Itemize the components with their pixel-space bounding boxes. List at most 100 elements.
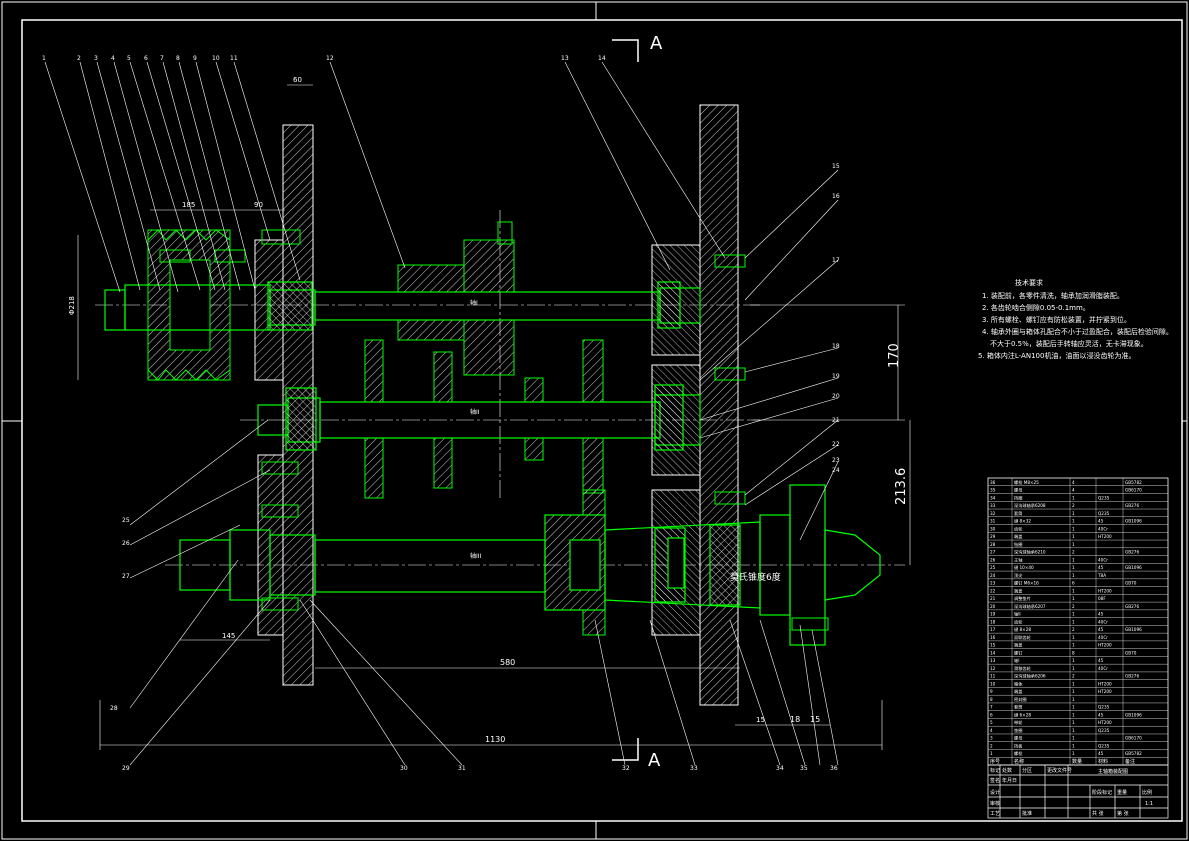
parts-table-cell-qty: 6 [1072,581,1075,586]
parts-table-cell-no: 33 [990,503,996,508]
parts-table-cell-name: 挡圈 [1014,494,1022,501]
dim-60: 60 [293,76,302,84]
parts-table-cell-no: 5 [990,720,993,725]
svg-text:6: 6 [144,55,148,62]
dimension-texts: 170 213.6 580 1130 18 15 60 185 90 Φ218 … [68,76,909,744]
svg-text:16: 16 [832,193,840,200]
svg-text:工艺: 工艺 [990,811,1000,817]
parts-table-cell-no: 3 [990,736,993,741]
drawing-name: 主轴箱装配图 [1098,768,1128,775]
svg-text:15: 15 [832,163,840,170]
parts-table-cell-mat: Q235 [1098,743,1110,748]
svg-text:处数: 处数 [1002,767,1012,774]
svg-text:8: 8 [176,55,180,62]
parts-table-cell-mat: HT200 [1098,534,1112,539]
parts-table-cell-mat: 45 [1098,751,1104,756]
parts-table-header-qty: 数量 [1072,758,1082,765]
parts-table-cell-qty: 2 [1072,627,1075,632]
parts-table-cell-name: 深沟球轴承6210 [1014,549,1046,556]
parts-table-cell-no: 9 [990,689,993,694]
svg-text:17: 17 [832,257,840,264]
dim-185: 185 [182,201,195,209]
parts-table-cell-qty: 2 [1072,674,1075,679]
dim-90: 90 [254,201,263,209]
parts-table-cell-note: GB1096 [1125,712,1142,717]
parts-table-cell-qty: 2 [1072,503,1075,508]
parts-table-cell-name: 键 8×28 [1014,626,1031,633]
parts-table-cell-name: 挡板 [1014,742,1023,749]
parts-table-cell-qty: 1 [1072,573,1075,578]
parts-table-cell-no: 25 [990,565,996,570]
parts-table-cell-qty: 1 [1072,736,1075,741]
svg-text:34: 34 [776,765,784,772]
svg-text:重量: 重量 [1117,789,1127,796]
svg-text:轴III: 轴III [470,552,482,560]
parts-table-cell-name: 滑移齿轮 [1014,665,1032,672]
parts-table-cell-mat: HT200 [1098,689,1112,694]
svg-text:5. 箱体内注L-AN100机油，油面以浸没齿轮为准。: 5. 箱体内注L-AN100机油，油面以浸没齿轮为准。 [978,351,1135,360]
parts-table-cell-mat: 40Cr [1098,619,1108,624]
parts-table-cell-qty: 2 [1072,550,1075,555]
svg-text:4: 4 [111,55,115,62]
parts-table-cell-mat: HT200 [1098,681,1112,686]
parts-table-cell-no: 16 [990,635,996,640]
parts-table-cell-qty: 2 [1072,604,1075,609]
parts-table-cell-mat: 40Cr [1098,666,1108,671]
parts-table-cell-mat: HT200 [1098,720,1112,725]
parts-table-cell-qty: 1 [1072,697,1075,702]
parts-table-cell-qty: 1 [1072,712,1075,717]
svg-text:轴II: 轴II [470,408,480,416]
svg-text:标记: 标记 [990,767,1000,774]
svg-text:更改文件号: 更改文件号 [1047,767,1072,774]
parts-table-cell-no: 1 [990,751,993,756]
parts-table-cell-note: GB6170 [1125,488,1142,493]
parts-table-cell-name: 双联齿轮 [1014,634,1032,641]
parts-table-cell-name: 毡圈 [1014,541,1022,548]
svg-text:5: 5 [127,55,131,62]
svg-text:1. 装配前，各零件清洗，轴承加润滑脂装配。: 1. 装配前，各零件清洗，轴承加润滑脂装配。 [982,291,1124,300]
parts-table-cell-name: 螺栓 M8×25 [1014,479,1039,486]
parts-table-cell-qty: 1 [1072,635,1075,640]
svg-text:28: 28 [110,705,118,712]
parts-table-cell-mat: 45 [1098,712,1104,717]
parts-table-cell-no: 27 [990,550,996,555]
dim-580: 580 [500,658,515,667]
parts-table-cell-no: 18 [990,619,996,624]
parts-table-cell-qty: 8 [1072,650,1075,655]
parts-table-cell-name: 轴I [1014,657,1019,664]
section-mark-bottom: A [612,738,661,771]
svg-text:技术要求: 技术要求 [1015,278,1043,287]
parts-table-cell-qty: 1 [1072,643,1075,648]
svg-text:14: 14 [598,55,606,62]
parts-table-cell-mat: 08F [1098,596,1106,601]
parts-table-cell-name: 螺母 [1014,487,1022,494]
parts-table-cell-name: 深沟球轴承6207 [1014,603,1046,610]
parts-table-cell-note: GB276 [1125,604,1139,609]
svg-text:A: A [648,750,661,771]
svg-text:设计: 设计 [990,789,1000,796]
parts-table-cell-name: 键 8×32 [1014,518,1031,525]
svg-text:10: 10 [212,55,220,62]
parts-table-cell-no: 24 [990,573,996,578]
svg-text:1: 1 [42,55,46,62]
leader-lines [44,61,839,766]
parts-table-cell-qty: 1 [1072,542,1075,547]
parts-table-cell-qty: 1 [1072,666,1075,671]
parts-table-cell-mat: 45 [1098,519,1104,524]
svg-text:批准: 批准 [1022,810,1032,817]
svg-text:27: 27 [122,573,130,580]
parts-table-cell-name: 螺母 [1014,735,1022,742]
parts-table-cell-no: 32 [990,511,996,516]
parts-table-cell-mat: 40Cr [1098,526,1108,531]
shaft-one-gears [397,221,515,376]
svg-text:18: 18 [832,343,840,350]
parts-table-cell-name: 垫圈 [1014,727,1022,734]
section-mark-top: A [612,33,663,62]
svg-text:签名: 签名 [990,777,1000,784]
svg-text:1:1: 1:1 [1145,801,1153,807]
shaft-one [104,281,701,331]
parts-table-header-mat: 材料 [1098,758,1108,765]
dim-phi218: Φ218 [68,296,76,315]
inner-frame [21,19,1183,822]
